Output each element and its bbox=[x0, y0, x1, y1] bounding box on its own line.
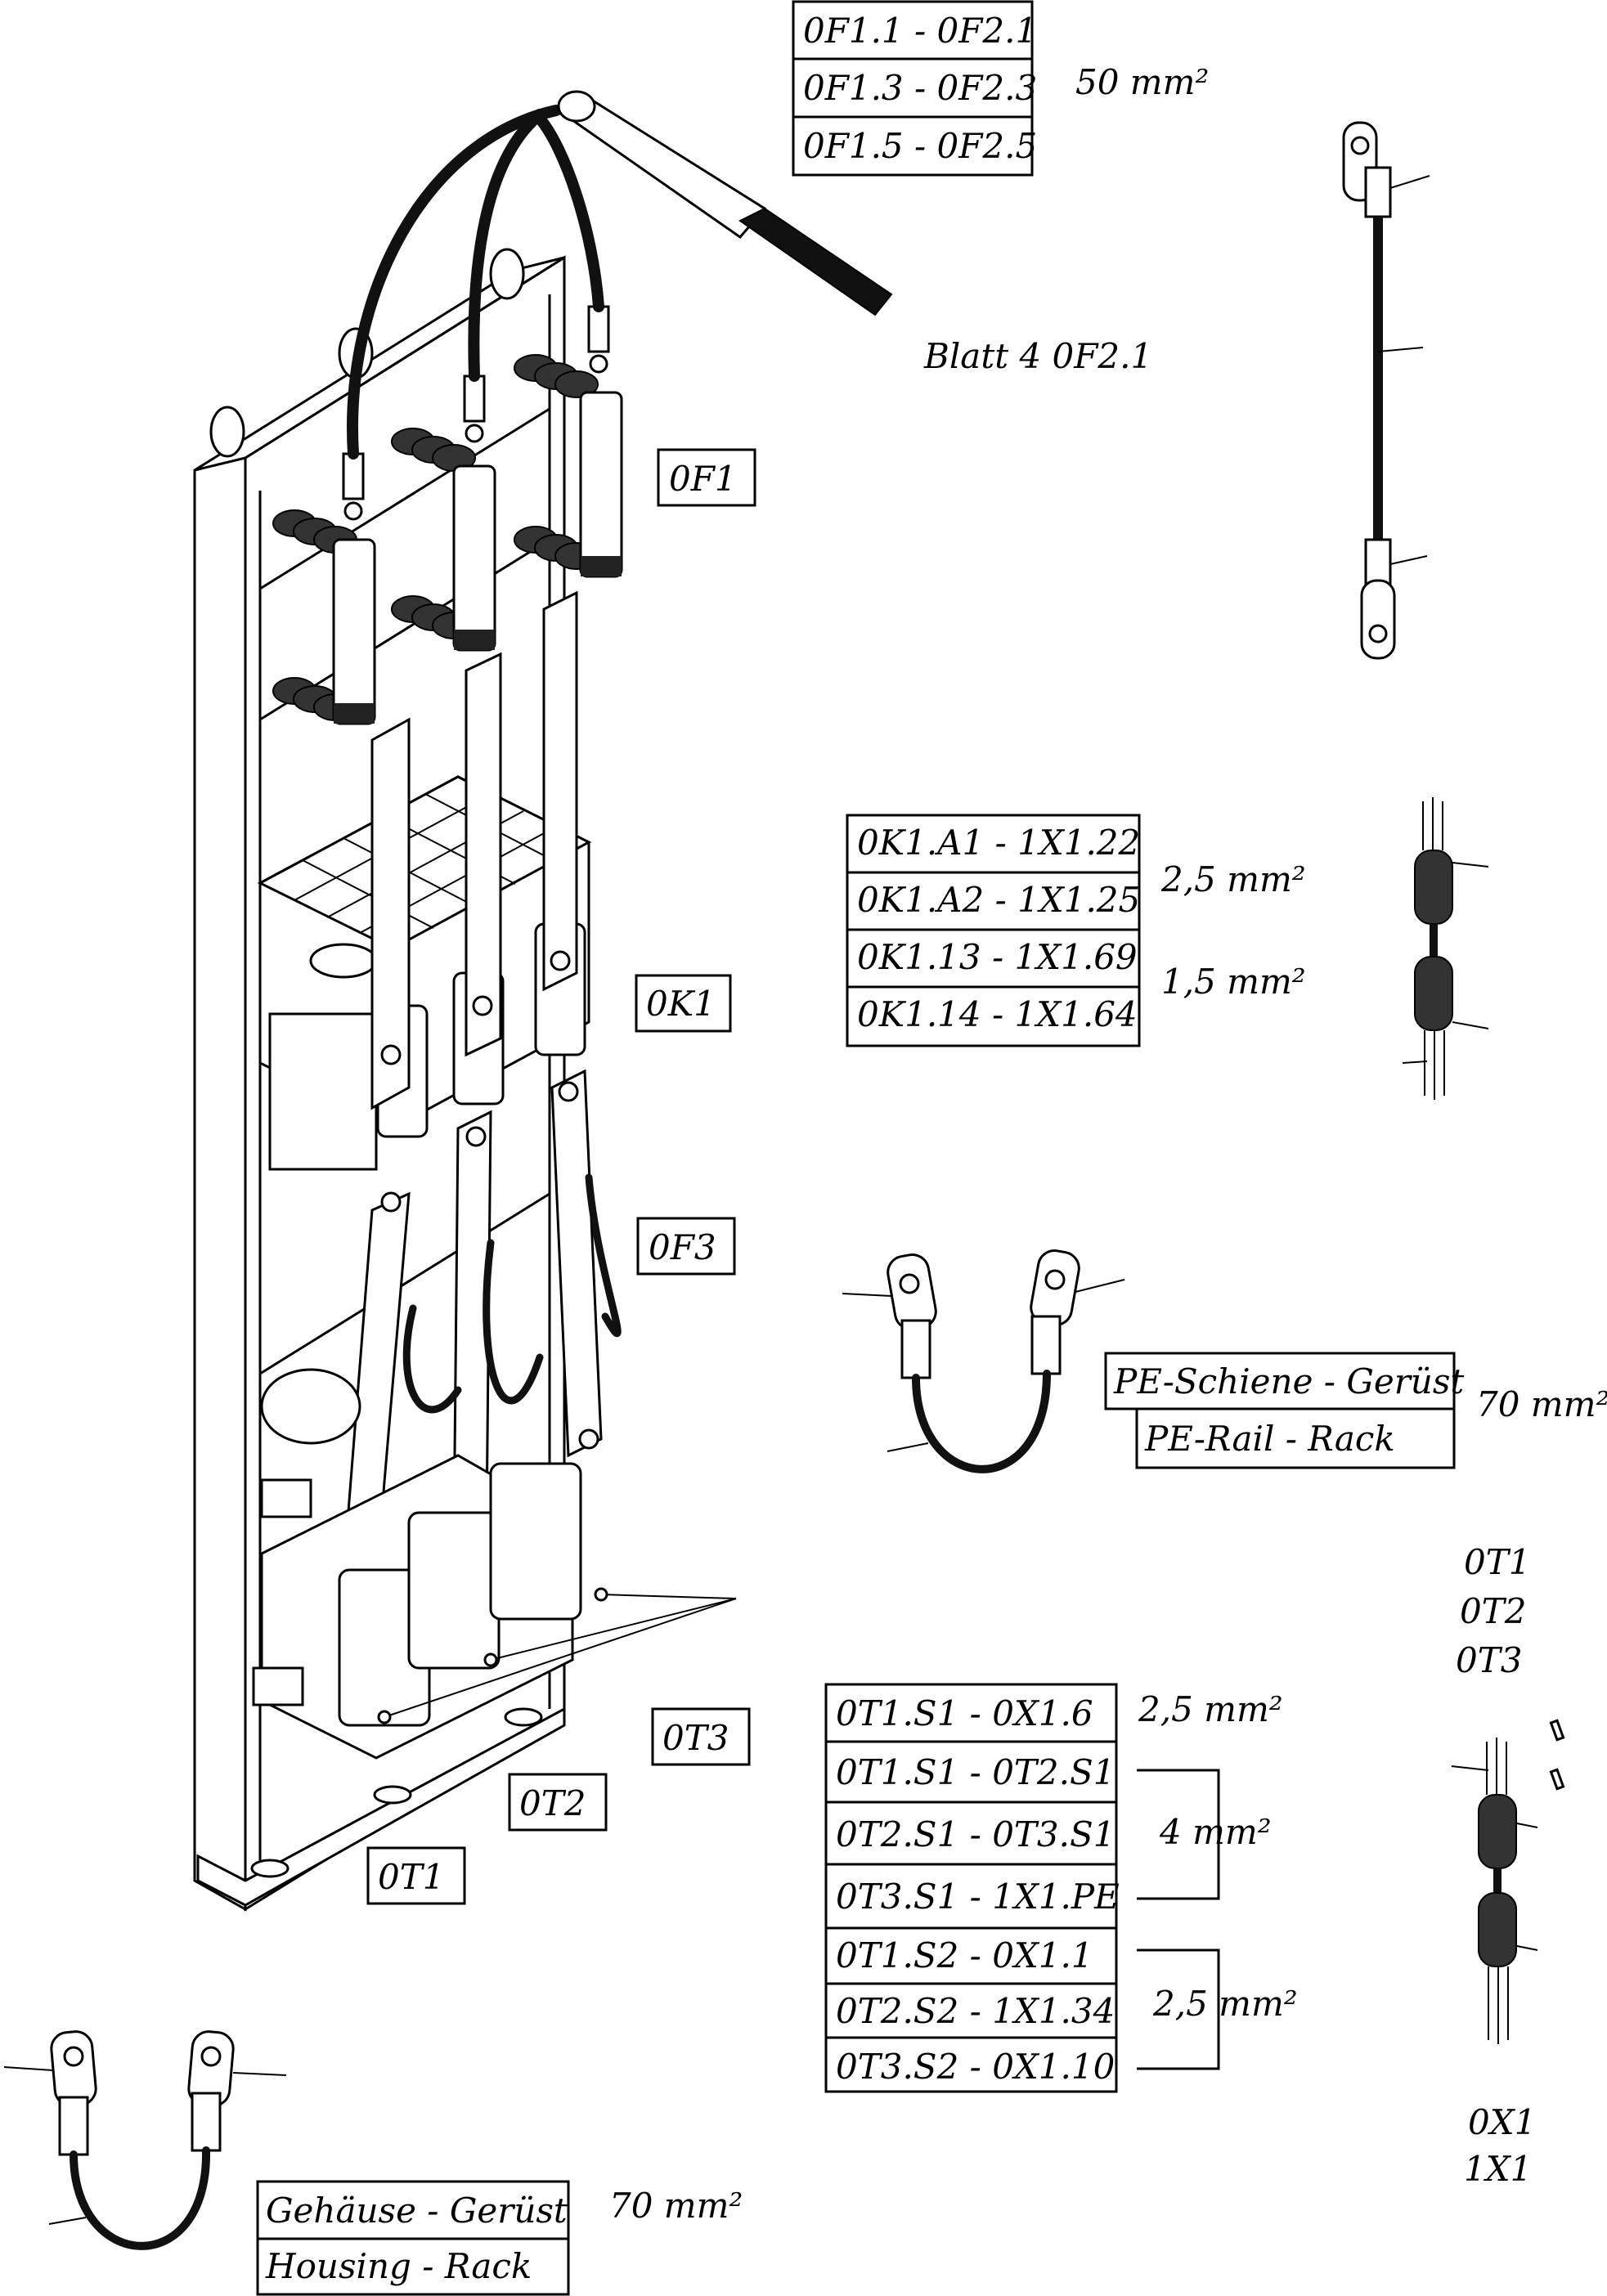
housing-line-1: Gehäuse - Gerüst bbox=[266, 2191, 568, 2231]
pe-rail-cross-section: 70 mm² bbox=[1476, 1384, 1607, 1424]
feeder-wires bbox=[347, 90, 893, 460]
pe-rail-line-2: PE-Rail - Rack bbox=[1144, 1419, 1395, 1459]
top-wire-table: 0F1.1 - 0F2.1 0F1.3 - 0F2.3 0F1.5 - 0F2.… bbox=[792, 0, 1209, 177]
housing-line-2: Housing - Rack bbox=[265, 2246, 532, 2286]
multicore-cable-k1 bbox=[1402, 797, 1489, 1100]
transformer-leaders bbox=[377, 1587, 737, 1724]
t-table-row-6: 0T2.S2 - 1X1.34 bbox=[836, 1991, 1115, 2031]
label-0F1: 0F1 bbox=[669, 459, 737, 499]
label-0K1: 0K1 bbox=[646, 984, 716, 1024]
k1-table-row-1: 0K1.A1 - 1X1.22 bbox=[857, 823, 1140, 863]
pe-rail-table: PE-Schiene - Gerüst PE-Rail - Rack 70 mm… bbox=[1104, 1352, 1607, 1469]
housing-cross-section: 70 mm² bbox=[609, 2186, 743, 2226]
pe-rail-line-1: PE-Schiene - Gerüst bbox=[1113, 1361, 1464, 1401]
label-0T3: 0T3 bbox=[662, 1718, 729, 1758]
transformer-list-1: 0T1 bbox=[1464, 1542, 1530, 1582]
t-table-row-2: 0T1.S1 - 0T2.S1 bbox=[836, 1752, 1115, 1792]
top-table-cross-section: 50 mm² bbox=[1075, 62, 1209, 102]
transformer-list: 0T1 0T2 0T3 bbox=[1456, 1542, 1530, 1680]
label-0F3: 0F3 bbox=[649, 1227, 716, 1267]
t-table-row-4: 0T3.S1 - 1X1.PE bbox=[836, 1877, 1120, 1917]
t-table-row-1: 0T1.S1 - 0X1.6 bbox=[836, 1693, 1093, 1733]
transformers bbox=[252, 1173, 622, 1760]
k1-table-row-3: 0K1.13 - 1X1.69 bbox=[857, 937, 1138, 977]
terminal-list: 0X1 1X1 bbox=[1464, 2102, 1536, 2189]
pe-rail-cable bbox=[842, 1249, 1125, 1473]
t-cross-section-b: 4 mm² bbox=[1159, 1812, 1272, 1852]
label-0T2: 0T2 bbox=[519, 1783, 586, 1823]
transformer-list-3: 0T3 bbox=[1456, 1640, 1522, 1680]
top-table-row-3: 0F1.5 - 0F2.5 bbox=[803, 126, 1037, 166]
t-table-row-3: 0T2.S1 - 0T3.S1 bbox=[836, 1814, 1115, 1854]
k1-table-row-4: 0K1.14 - 1X1.64 bbox=[857, 994, 1138, 1034]
housing-table: Gehäuse - Gerüst Housing - Rack 70 mm² bbox=[256, 2180, 743, 2296]
fuse-0F1-holders bbox=[272, 305, 623, 725]
top-table-row-2: 0F1.3 - 0F2.3 bbox=[803, 68, 1037, 108]
transformer-wire-table: 0T1.S1 - 0X1.6 0T1.S1 - 0T2.S1 0T2.S1 - … bbox=[824, 1683, 1298, 2093]
k1-wire-table: 0K1.A1 - 1X1.22 0K1.A2 - 1X1.25 0K1.13 -… bbox=[846, 814, 1306, 1047]
k1-cross-section-b: 1,5 mm² bbox=[1161, 962, 1306, 1002]
transformer-list-2: 0T2 bbox=[1460, 1591, 1526, 1631]
k1-table-row-2: 0K1.A2 - 1X1.25 bbox=[857, 880, 1140, 920]
busbars bbox=[340, 590, 603, 1597]
terminal-list-1: 0X1 bbox=[1468, 2102, 1536, 2142]
cable-lug-top-right bbox=[1342, 121, 1430, 660]
t-cross-section-c: 2,5 mm² bbox=[1152, 1984, 1298, 2024]
t-cross-section-a: 2,5 mm² bbox=[1138, 1689, 1283, 1729]
housing-cable bbox=[3, 2030, 287, 2250]
terminal-list-2: 1X1 bbox=[1464, 2149, 1532, 2189]
t-table-row-7: 0T3.S2 - 0X1.10 bbox=[836, 2047, 1115, 2087]
label-0T1: 0T1 bbox=[378, 1857, 444, 1897]
cable-reference: Blatt 4 0F2.1 bbox=[923, 336, 1152, 376]
k1-cross-section-a: 2,5 mm² bbox=[1160, 859, 1306, 899]
multicore-cable-t bbox=[1451, 1719, 1565, 2044]
top-table-row-1: 0F1.1 - 0F2.1 bbox=[803, 11, 1037, 51]
t-table-row-5: 0T1.S2 - 0X1.1 bbox=[836, 1935, 1093, 1975]
